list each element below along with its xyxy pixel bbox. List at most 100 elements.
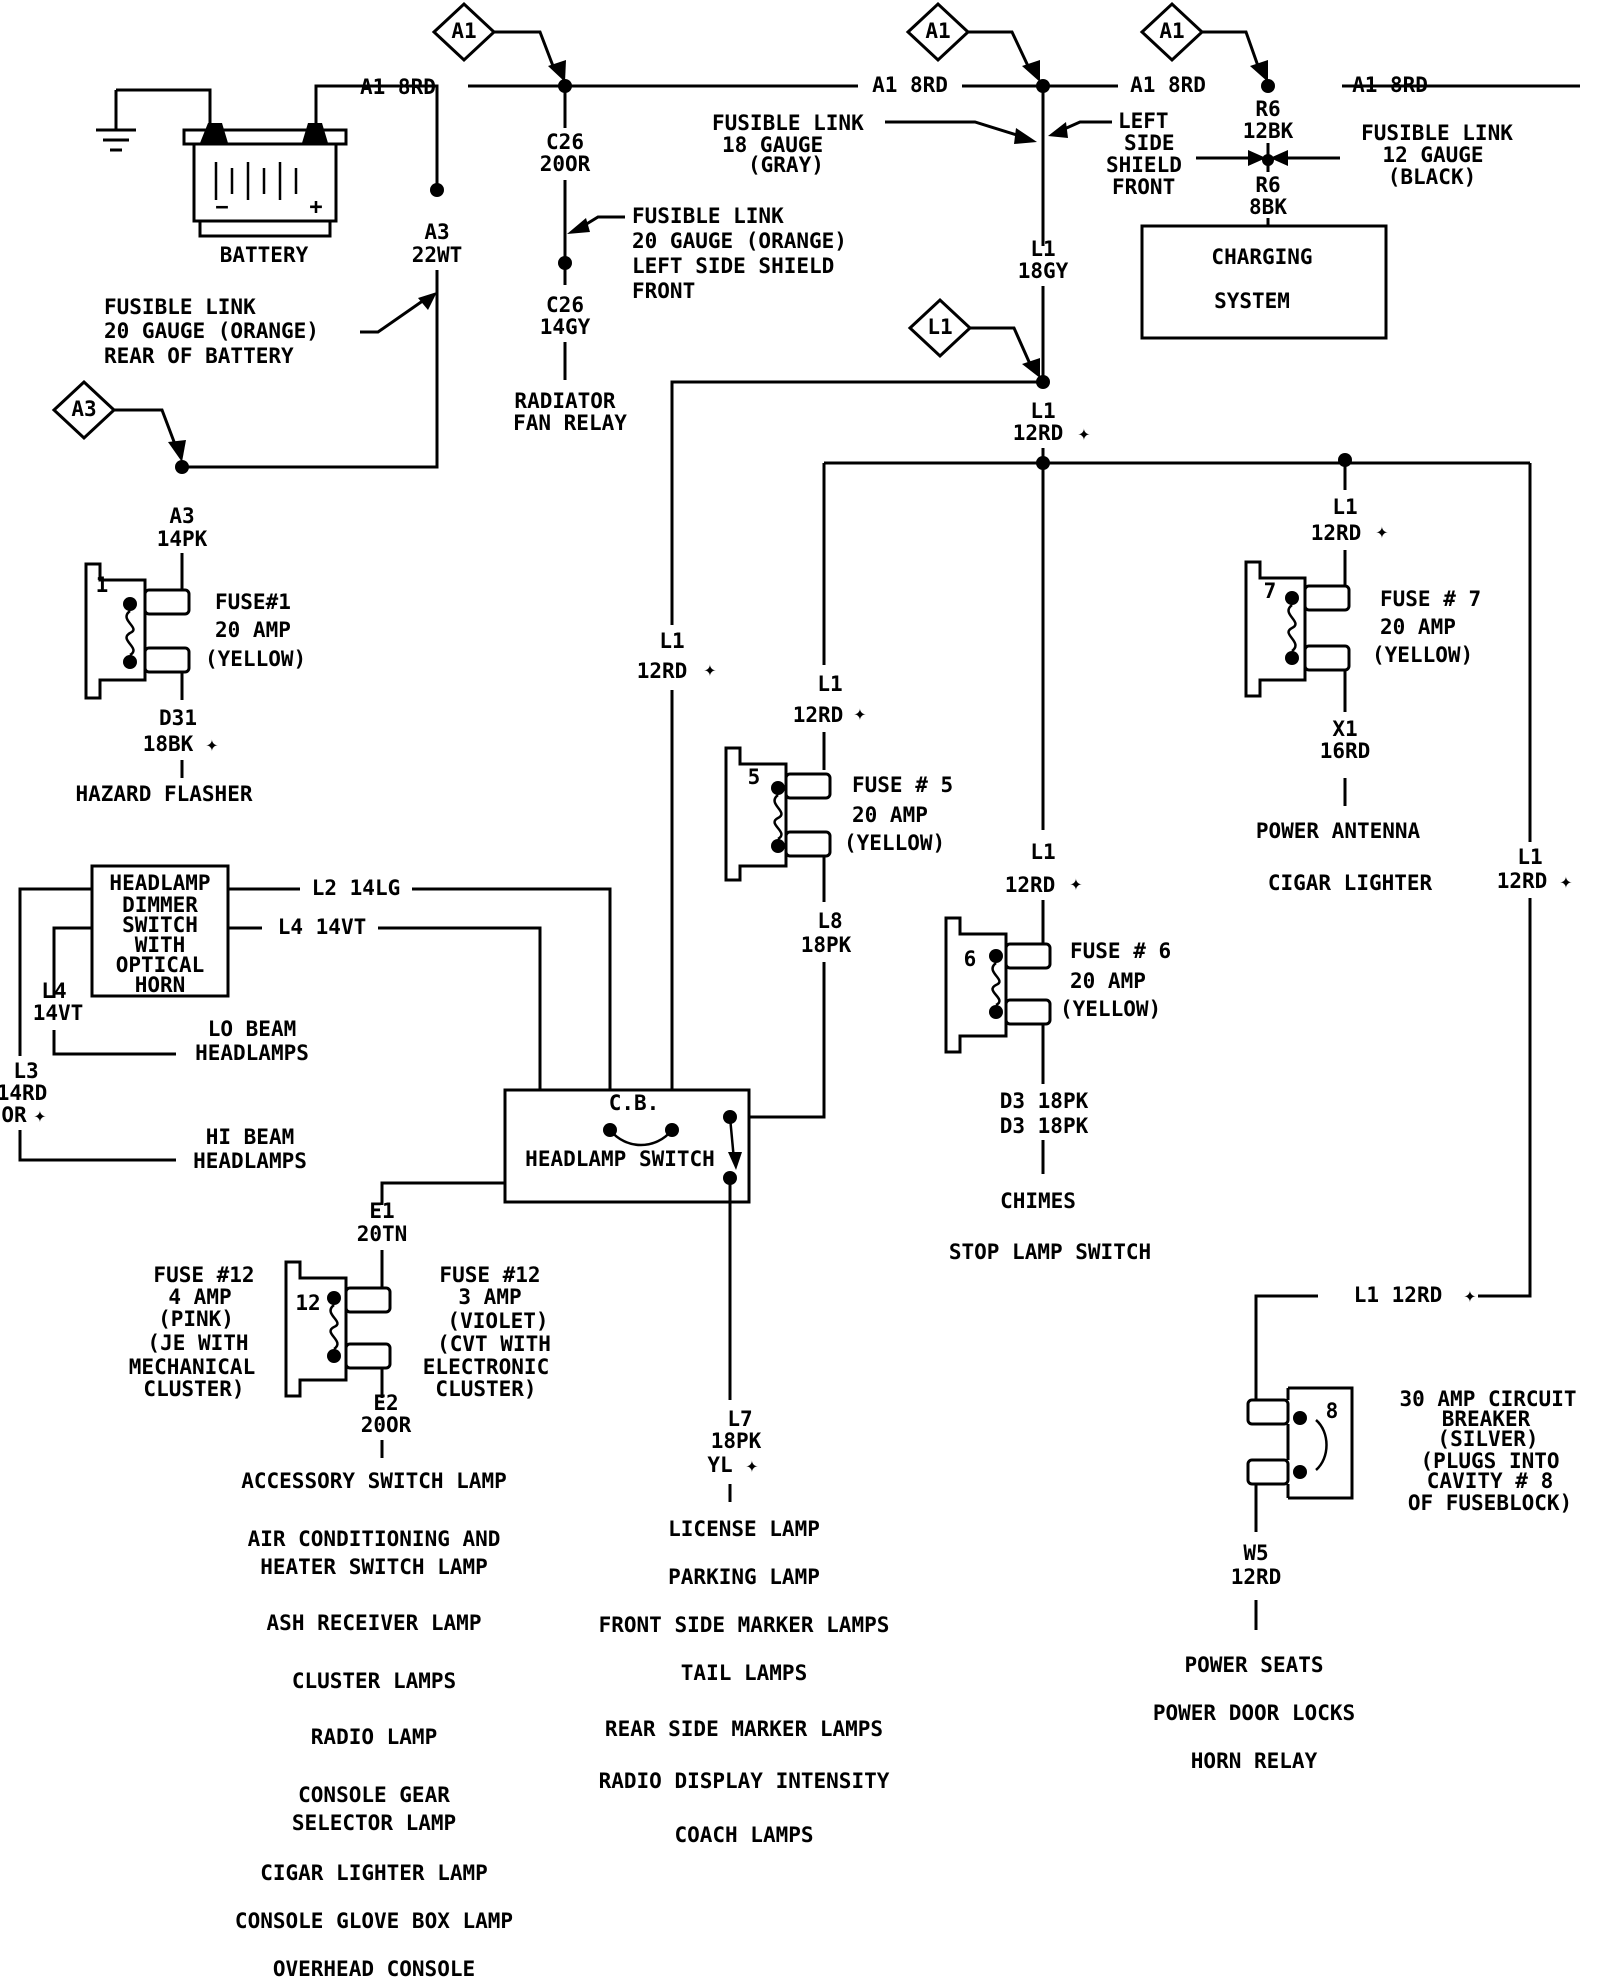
cb30-l1-label: L1 (1517, 845, 1542, 869)
wire-label-a1-8rd-3: A1 8RD (1130, 73, 1206, 97)
fuse12b-line4: (CVT WITH (437, 1332, 551, 1356)
fuse6-l1-label: L1 (1030, 840, 1055, 864)
fuse-1: 1 (84, 562, 191, 700)
svg-text:✦: ✦ (1464, 1283, 1477, 1307)
fuse7-l1-label: L1 (1332, 495, 1357, 519)
fuse1-line3: (YELLOW) (205, 647, 306, 671)
c26-20or-label: 20OR (540, 152, 591, 176)
dimmer-line1: HEADLAMP (109, 871, 210, 895)
a3-14pk-number: A3 (169, 504, 194, 528)
svg-text:✦: ✦ (1078, 421, 1091, 445)
l3-14rd-label: 14RD (0, 1081, 47, 1105)
wire-battery-positive (314, 84, 355, 125)
l2-14lg-label: L2 14LG (312, 876, 401, 900)
accessory-load-5: RADIO LAMP (311, 1725, 437, 1749)
cb30-line6: OF FUSEBLOCK) (1408, 1491, 1572, 1515)
fuse-5: 5 (724, 746, 832, 882)
fuse12a-line2: 4 AMP (168, 1285, 231, 1309)
a3-22wt-label: 22WT (412, 243, 463, 267)
c26-14gy-number: C26 (546, 293, 584, 317)
wire-l4 (378, 926, 542, 1090)
fl-c26-line1: FUSIBLE LINK (632, 204, 784, 228)
fuse12a-line6: CLUSTER) (143, 1377, 244, 1401)
fuse1-line2: 20 AMP (215, 618, 291, 642)
charging-system-box (1140, 224, 1388, 340)
l1-cb-label: L1 (659, 629, 684, 653)
l4-14vt-label: L4 14VT (278, 915, 367, 939)
l8-18pk-label: 18PK (801, 933, 852, 957)
lo-beam-line1: LO BEAM (208, 1017, 297, 1041)
svg-text:✦: ✦ (34, 1103, 47, 1127)
fuse7-line3: (YELLOW) (1372, 643, 1473, 667)
l7-yl-label: YL (707, 1453, 732, 1477)
fuse12a-line4: (JE WITH (147, 1331, 248, 1355)
headlamp-switch-box (503, 1088, 751, 1204)
cb30-line3: (SILVER) (1437, 1427, 1538, 1451)
fl-gray-leader (885, 120, 1021, 138)
fuse-7: 7 (1244, 560, 1351, 698)
accessory-load-1: AIR CONDITIONING AND (248, 1527, 501, 1551)
fuse5-line3: (YELLOW) (844, 831, 945, 855)
svg-text:✦: ✦ (746, 1453, 759, 1477)
dimmer-line2: DIMMER (122, 893, 198, 917)
d31-plus-mark: ✦ (206, 732, 219, 756)
l4-14vt-left-label: 14VT (33, 1001, 84, 1025)
fl-battery-line2: 20 GAUGE (ORANGE) (104, 319, 319, 343)
accessory-load-3: ASH RECEIVER LAMP (267, 1611, 482, 1635)
c26-14gy-label: 14GY (540, 315, 591, 339)
fl-black-line3: (BLACK) (1388, 165, 1477, 189)
fuse12-number: 12 (295, 1291, 320, 1315)
cb30-12rd-label: 12RD (1497, 869, 1548, 893)
fl-c26-line2: 20 GAUGE (ORANGE) (632, 229, 847, 253)
svg-text:✦: ✦ (1070, 871, 1083, 895)
svg-text:✦: ✦ (704, 657, 717, 681)
lss-line4: FRONT (1112, 175, 1175, 199)
fuse6-12rd-label: 12RD (1005, 873, 1056, 897)
a3-14pk-label: 14PK (157, 527, 208, 551)
radiator-line2: FAN RELAY (513, 411, 627, 435)
fuse1-number: 1 (96, 573, 109, 597)
l1-cb-12rd-label: 12RD (637, 659, 688, 683)
accessory-load-4: CLUSTER LAMPS (292, 1669, 456, 1693)
accessory-load-8: CIGAR LIGHTER LAMP (260, 1861, 488, 1885)
fuse6-number: 6 (964, 947, 977, 971)
fuse5-l1-label: L1 (817, 672, 842, 696)
e1-label: E1 (369, 1199, 394, 1223)
fl-battery-line3: REAR OF BATTERY (104, 344, 294, 368)
d31-18bk-label: 18BK (143, 732, 194, 756)
r6-12bk-label: 12BK (1243, 119, 1294, 143)
fl-gray-line1: FUSIBLE LINK (712, 111, 864, 135)
fuse-12: 12 (284, 1260, 392, 1398)
l1-top-label: L1 (1030, 237, 1055, 261)
fl-battery-line1: FUSIBLE LINK (104, 295, 256, 319)
fuse5-line2: 20 AMP (852, 803, 928, 827)
lamp-load-0: LICENSE LAMP (668, 1517, 820, 1541)
fl-black-line2: 12 GAUGE (1382, 143, 1483, 167)
fl-c26-line3: LEFT SIDE SHIELD (632, 254, 834, 278)
wire-l2 (412, 887, 612, 1090)
cigar-lighter-label: CIGAR LIGHTER (1268, 871, 1433, 895)
lamp-load-4: REAR SIDE MARKER LAMPS (605, 1717, 883, 1741)
wire-l8-to-switch (730, 962, 826, 1119)
fl-gray-line3: (GRAY) (748, 153, 824, 177)
fl-battery-leader (360, 298, 425, 334)
fuse6-line3: (YELLOW) (1060, 997, 1161, 1021)
l4-left-label: L4 (41, 979, 66, 1003)
l1-main-label: L1 (1030, 399, 1055, 423)
battery-label: BATTERY (220, 243, 309, 267)
fuse5-number: 5 (748, 765, 761, 789)
lss-line2: SIDE (1124, 131, 1175, 155)
charging-line2: SYSTEM (1214, 289, 1290, 313)
fuse1-line1: FUSE#1 (215, 590, 291, 614)
connector-a3-label: A3 (71, 397, 96, 421)
accessory-load-2: HEATER SWITCH LAMP (260, 1555, 488, 1579)
fuse12b-line2: 3 AMP (458, 1285, 521, 1309)
fuse6-line1: FUSE # 6 (1070, 939, 1171, 963)
lamp-load-3: TAIL LAMPS (681, 1661, 807, 1685)
lamp-load-6: COACH LAMPS (674, 1823, 813, 1847)
e2-label: E2 (373, 1391, 398, 1415)
battery-symbol: − + (182, 123, 348, 238)
headlamp-dimmer-switch-box (90, 864, 230, 998)
